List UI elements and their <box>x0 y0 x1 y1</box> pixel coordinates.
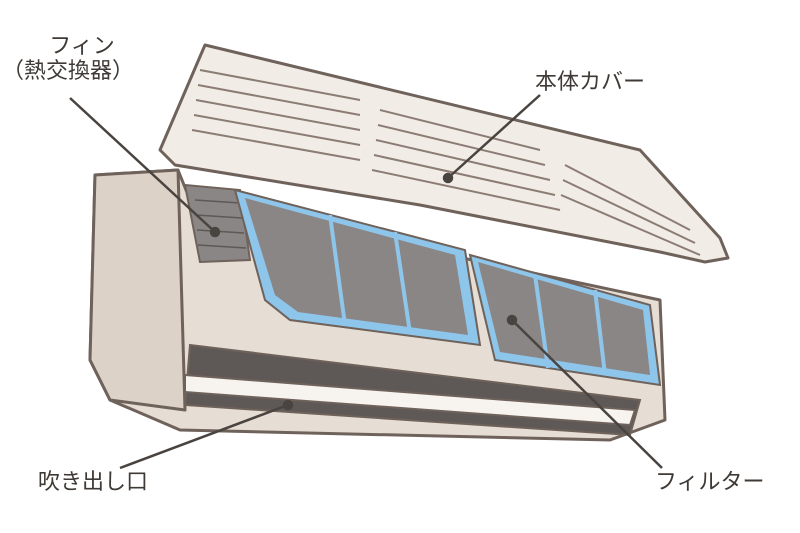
side-panel <box>88 168 187 412</box>
louver-blade <box>184 373 637 427</box>
filter-panels <box>233 188 662 387</box>
label-fin-line2: （熱交換器） <box>2 59 135 85</box>
label-body-cover: 本体カバー <box>535 70 646 95</box>
cover-vents <box>191 69 701 256</box>
label-fin-line1: フィン <box>49 34 115 59</box>
leader-air-outlet-dot <box>282 399 294 411</box>
label-filter: フィルター <box>655 470 765 495</box>
label-fin: フィン （熱交換器） <box>2 34 134 85</box>
label-air-outlet: 吹き出し口 <box>38 470 149 495</box>
leader-lines <box>69 94 663 470</box>
leader-filter-dot <box>506 314 518 326</box>
filter-right-mesh <box>478 262 650 375</box>
leader-filter <box>511 319 663 469</box>
leader-fin-dot <box>209 226 221 238</box>
filter-left-mesh <box>245 198 468 335</box>
heat-exchanger-fin <box>183 183 252 264</box>
leader-body-cover <box>447 94 541 179</box>
leader-body-cover-dot <box>442 172 454 184</box>
leader-fin <box>69 97 216 233</box>
leader-air-outlet <box>119 403 289 470</box>
fin-stripes <box>194 199 247 249</box>
body-cover <box>158 43 730 264</box>
